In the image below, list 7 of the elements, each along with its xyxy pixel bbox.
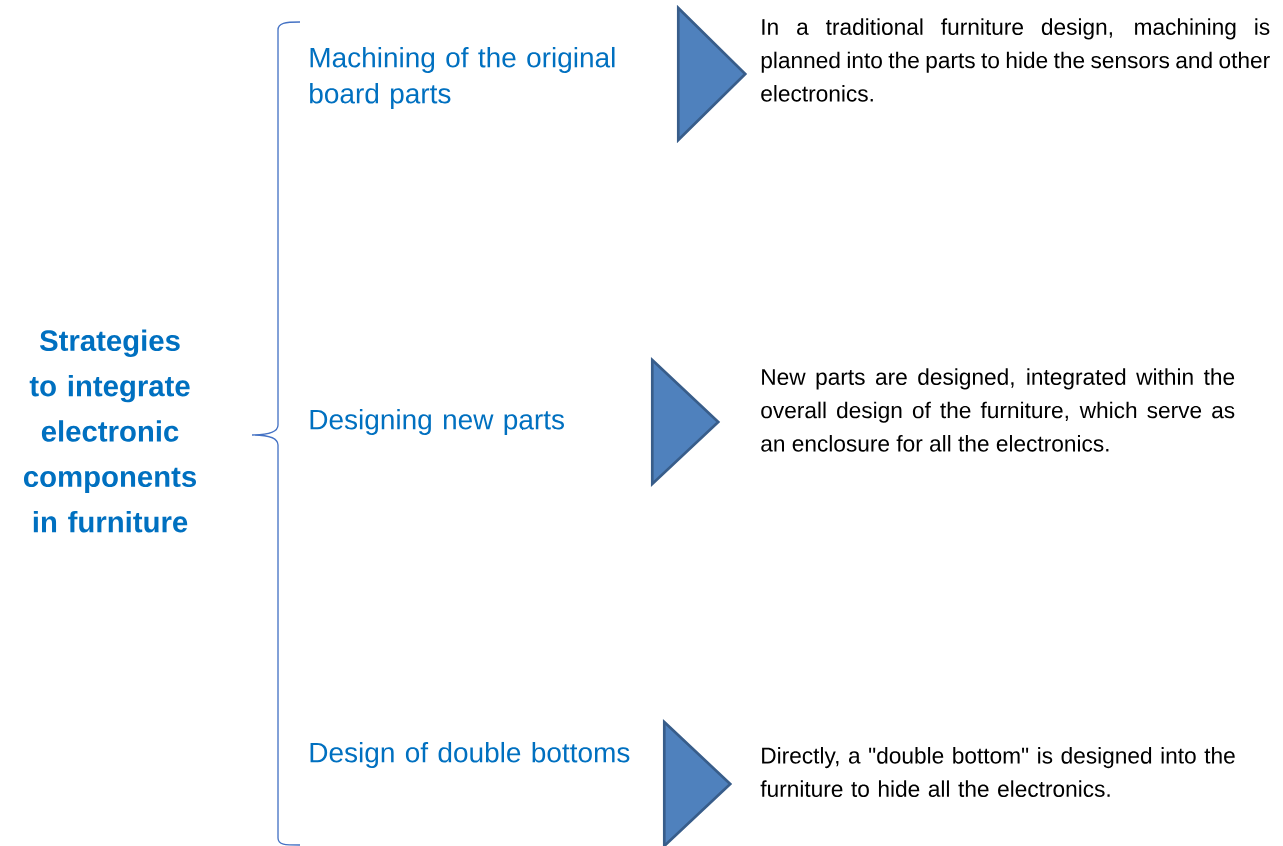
description-text: Directly, a "double bottom" is designed into the furniture to hide all the electronics. <box>760 747 1235 797</box>
description-text: In a traditional furniture design, machining is planned into the parts to hide the sensors and other electronics. <box>761 18 1270 102</box>
heading-text: Strategies to integrate electronic components in furniture <box>23 329 196 533</box>
description-text: New parts are designed, integrated within the overall design of the furniture, which serve as an enclosure for all the electronics. <box>761 368 1235 452</box>
category-text: Design of double bottoms <box>310 741 630 769</box>
category-text: Machining of the original board parts <box>310 46 615 110</box>
category-text: Designing new parts <box>310 408 564 436</box>
